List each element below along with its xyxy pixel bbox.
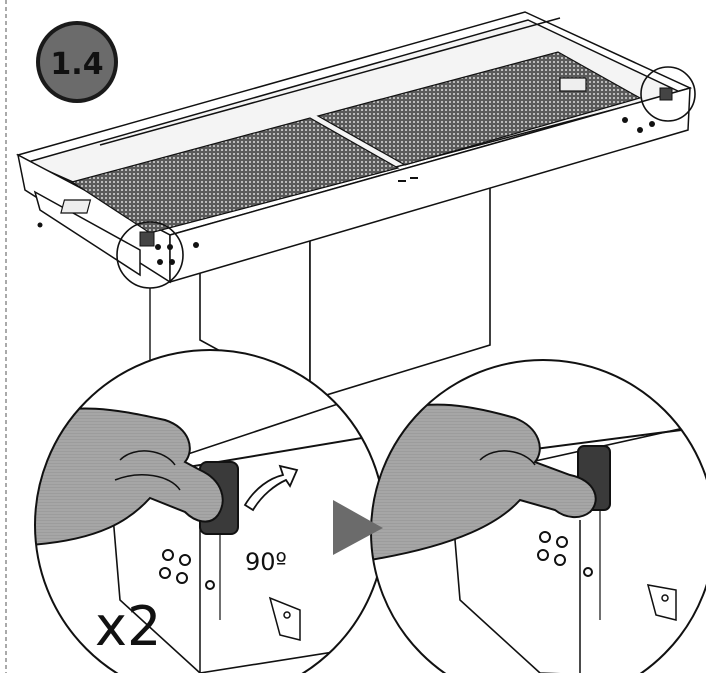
zoom-detail-before: 90º x2 [35,350,385,673]
step-number: 1.4 [50,47,103,82]
quantity-label: x2 [95,595,161,658]
rotation-arrow-icon [243,464,299,512]
detail-callout-rear [640,66,696,122]
grease-filter-right [316,51,642,166]
hood-chimney [199,183,491,402]
rotation-angle-label: 90º [245,548,287,576]
hood-fasteners [37,117,655,265]
grease-filter-left [60,117,400,234]
next-step-arrow-icon [333,500,383,555]
hand-after [371,403,597,562]
zoom-detail-after [371,360,706,673]
step-badge: 1.4 [36,21,118,103]
corner-clips [139,87,673,247]
